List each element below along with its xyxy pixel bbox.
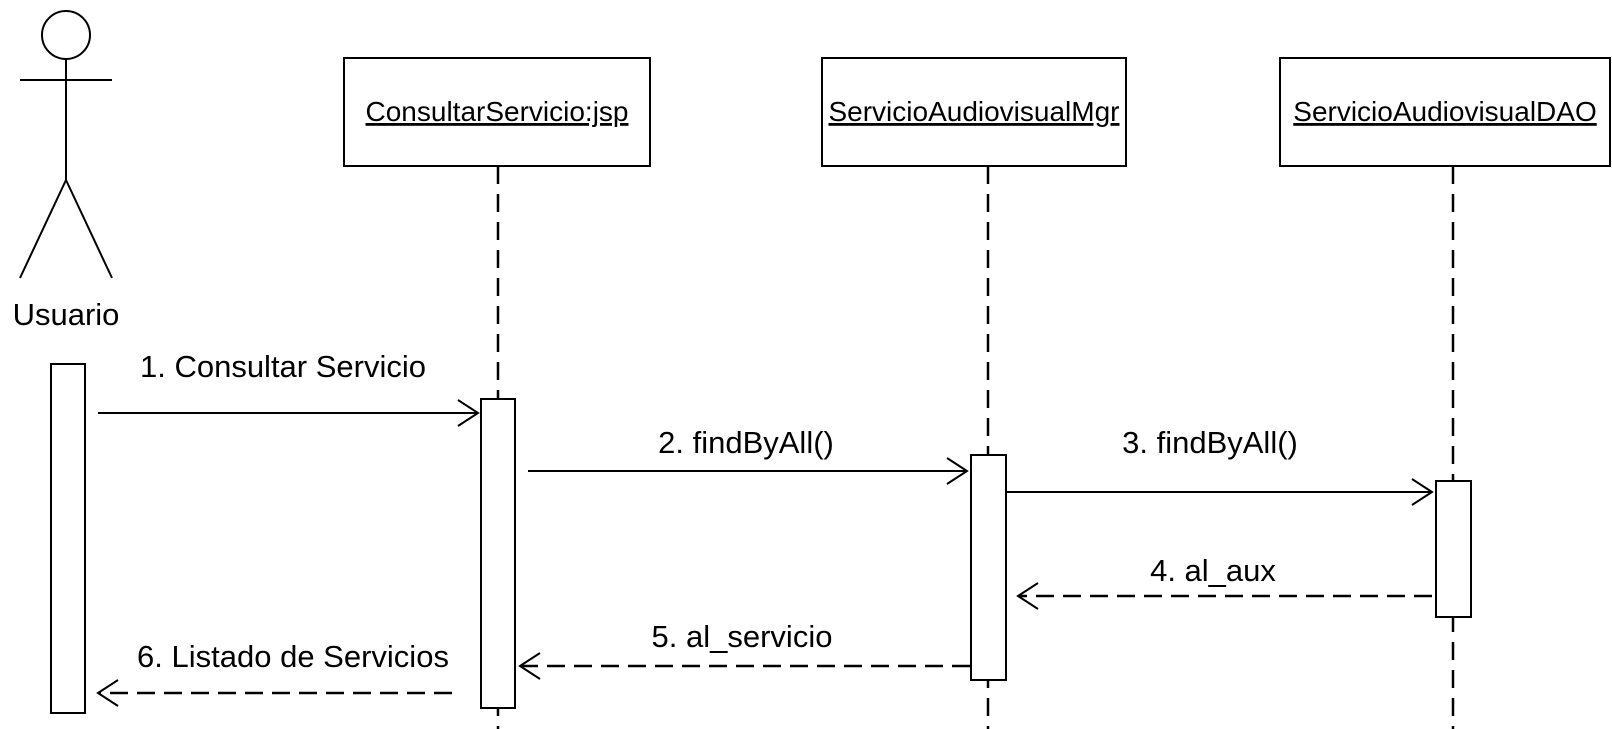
message-5-label: 5. al_servicio	[652, 619, 833, 654]
message-4-arrow	[1016, 582, 1432, 610]
actor-usuario-figure	[19, 10, 113, 279]
activation-bar-serviciodao	[1435, 480, 1472, 618]
message-6-arrow	[96, 679, 452, 707]
message-2-arrow	[528, 457, 969, 485]
message-4-label: 4. al_aux	[1150, 553, 1276, 588]
message-1-arrow	[98, 399, 480, 427]
object-box-serviciodao	[1279, 57, 1611, 167]
message-5-arrow	[518, 652, 970, 680]
message-2-label: 2. findByAll()	[658, 425, 834, 460]
activation-bar-serviciomgr	[970, 454, 1007, 681]
object-box-serviciomgr	[821, 57, 1127, 167]
message-6-label: 6. Listado de Servicios	[137, 639, 449, 674]
message-1-label: 1. Consultar Servicio	[140, 349, 426, 384]
object-label-serviciomgr: ServicioAudiovisualMgr	[828, 96, 1119, 127]
actor-usuario-label: Usuario	[13, 297, 120, 332]
activation-bar-consultarservicio	[480, 398, 516, 709]
message-3-arrow	[1006, 478, 1434, 506]
activation-bar-usuario	[50, 363, 86, 714]
object-label-serviciodao: ServicioAudiovisualDAO	[1293, 96, 1596, 127]
message-3-label: 3. findByAll()	[1122, 425, 1298, 460]
object-label-consultarservicio: ConsultarServicio:jsp	[366, 96, 629, 127]
